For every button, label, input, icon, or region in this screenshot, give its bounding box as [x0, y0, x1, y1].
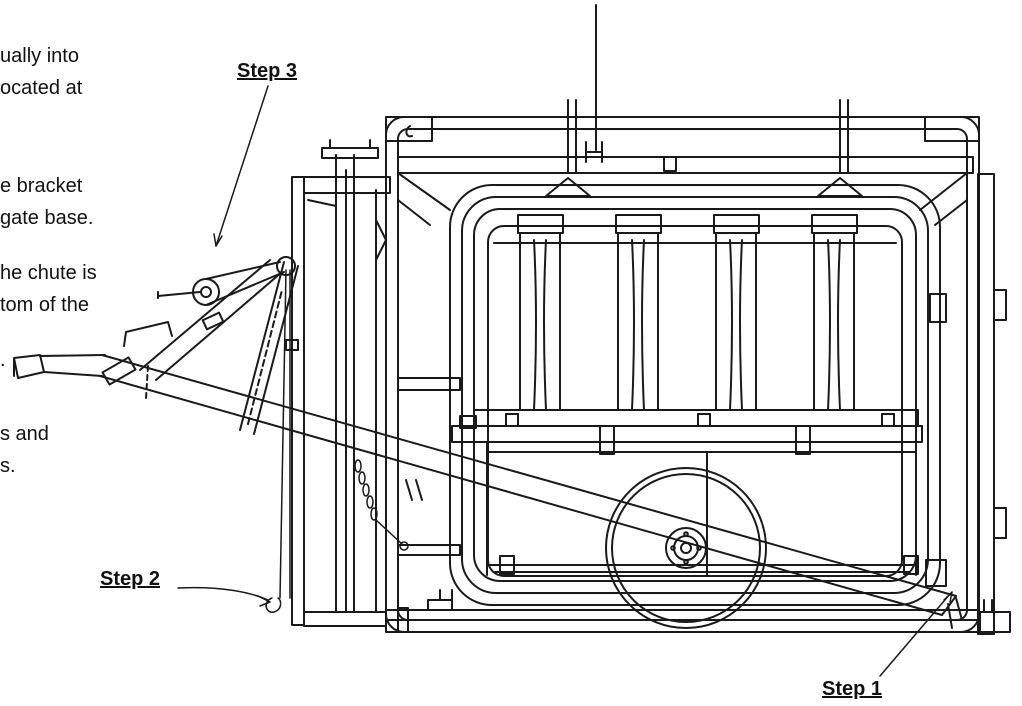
step-2-leader [177, 586, 269, 601]
top-center-block [663, 156, 677, 172]
tire-outer [605, 467, 767, 629]
instruction-line-1: ually into [0, 45, 79, 67]
instruction-line-5: he chute is [0, 262, 97, 284]
safety-chain [354, 459, 409, 551]
instruction-line-2: ocated at [0, 77, 83, 99]
top-corner-right [924, 116, 980, 142]
inner-panel [449, 184, 941, 606]
winch [157, 261, 285, 331]
hook-icon [405, 125, 413, 138]
tongue-beam-bottom [99, 375, 943, 616]
right-brackets [925, 173, 1011, 635]
middle-platform [451, 409, 923, 576]
handle [123, 321, 173, 347]
step-1-arrowhead [943, 591, 953, 603]
instruction-line-6: tom of the [0, 294, 89, 316]
top-hangers [405, 99, 863, 197]
tongue-beam-top [101, 354, 957, 597]
instruction-line-4: gate base. [0, 207, 94, 229]
instruction-line-3: e bracket [0, 175, 83, 197]
step-1-leader [879, 593, 951, 677]
step-3-label: Step 3 [237, 60, 298, 82]
wheel-hub [673, 535, 699, 561]
step-3-arrowhead [213, 233, 223, 247]
tire-inner [611, 473, 761, 623]
hook-bottom [265, 597, 282, 613]
triangle-left [545, 177, 591, 197]
winch-handle [157, 291, 201, 297]
instruction-line-8: s and [0, 423, 49, 445]
triangle-right [817, 177, 863, 197]
instruction-line-7: . [0, 349, 6, 371]
vertical-bars [493, 214, 897, 411]
jack-chain-dashes [247, 289, 283, 425]
hitch-coupler [13, 354, 45, 379]
headgate [285, 139, 461, 627]
inner-diagonal-right [919, 172, 968, 226]
frame-inner [397, 128, 968, 621]
top-rail [397, 156, 974, 174]
step-3-leader [215, 85, 269, 247]
step-1-label: Step 1 [822, 678, 883, 700]
tongue-assembly [13, 256, 957, 616]
winch-cable [205, 261, 285, 306]
wheel-hub-outer [665, 527, 707, 569]
cable-to-hook [265, 269, 291, 613]
wheel [605, 467, 767, 629]
top-corner-left [385, 116, 433, 142]
leader-lines [177, 85, 953, 677]
instruction-line-9: s. [0, 455, 16, 477]
inner-diagonal-left [397, 172, 451, 226]
right-lever [947, 597, 963, 629]
step-2-label: Step 2 [100, 568, 161, 590]
jack-arm [139, 259, 283, 381]
